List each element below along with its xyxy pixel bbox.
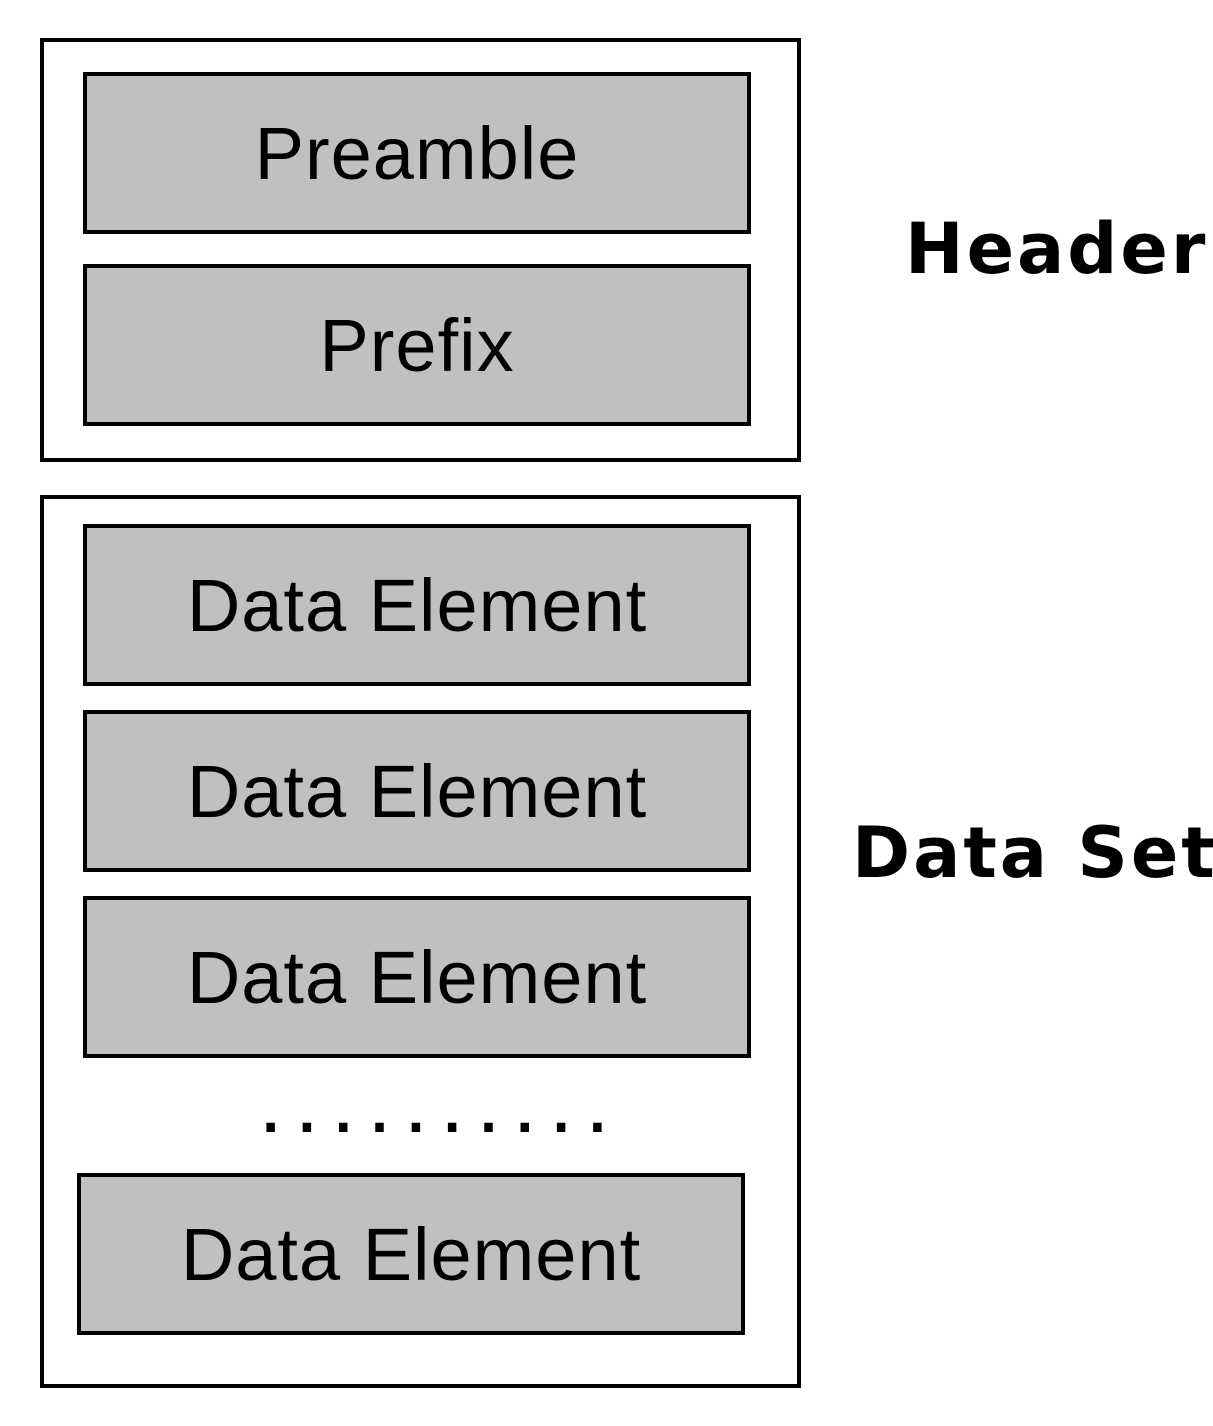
- prefix-block: Prefix: [83, 264, 751, 426]
- data-element-block: Data Element: [77, 1173, 745, 1335]
- data-element-label: Data Element: [186, 935, 648, 1019]
- data-set-label: Data Set: [852, 812, 1213, 894]
- data-element-block: Data Element: [83, 524, 751, 686]
- header-label: Header: [905, 208, 1209, 290]
- preamble-block: Preamble: [83, 72, 751, 234]
- prefix-label: Prefix: [319, 303, 515, 387]
- data-element-label: Data Element: [180, 1212, 642, 1296]
- ellipsis: ..........: [255, 1085, 619, 1145]
- data-element-label: Data Element: [186, 749, 648, 833]
- data-element-label: Data Element: [186, 563, 648, 647]
- data-element-block: Data Element: [83, 896, 751, 1058]
- data-element-block: Data Element: [83, 710, 751, 872]
- preamble-label: Preamble: [254, 111, 580, 195]
